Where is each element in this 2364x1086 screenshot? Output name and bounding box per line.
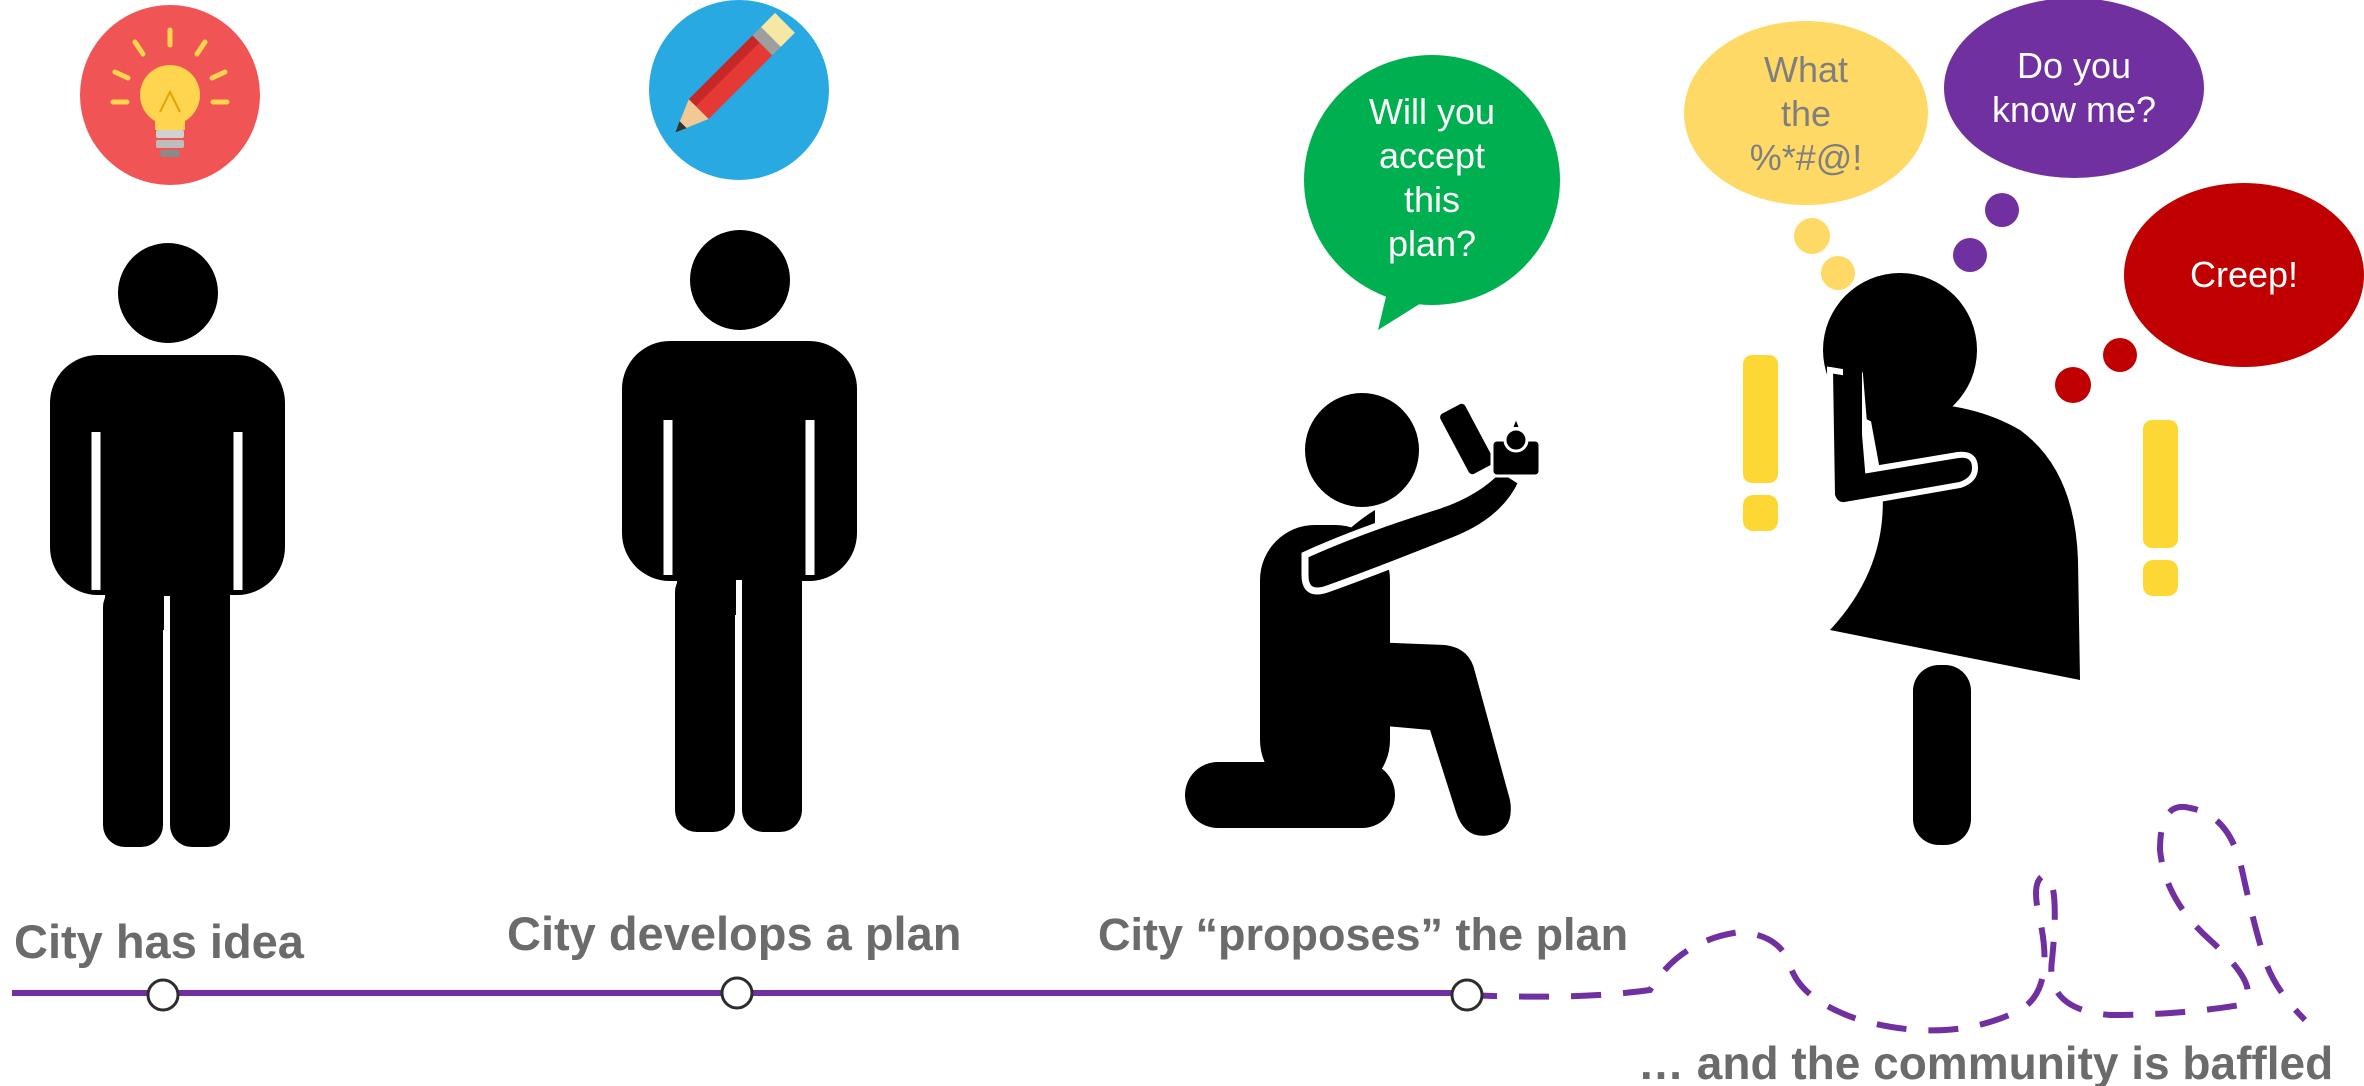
stage-label-plan: City develops a plan [507,907,962,960]
know-me-bubble-text: Do you know me? [1991,45,2157,130]
lightbulb-icon [80,5,260,185]
pencil-icon [649,0,829,180]
standing-person-icon [622,230,857,832]
stage-label-idea: City has idea [14,915,304,968]
proposal-speech-bubble [1304,55,1560,330]
know-me-thought-bubble [1944,0,2204,272]
exclamation-mark-icon [2143,420,2178,596]
creep-bubble-text: Creep! [2189,254,2299,295]
proposal-bubble-text: Will you accept this plan? [1368,91,1496,264]
creep-thought-bubble [2055,183,2364,403]
kneeling-person-icon [1185,393,1542,836]
cursing-thought-bubble [1684,21,1928,290]
stage-label-propose: City “proposes” the plan [1098,909,1629,960]
timeline-node [1450,978,1484,1012]
timeline-node [720,976,754,1010]
standing-person-icon [50,243,285,847]
timeline-node [146,978,180,1012]
timeline [12,803,2308,1034]
cursing-bubble-text: What the %*#@! [1749,49,1863,178]
startled-woman-icon [1823,273,2080,845]
outcome-label: … and the community is baffled [1638,1037,2334,1086]
exclamation-mark-icon [1743,355,1778,531]
